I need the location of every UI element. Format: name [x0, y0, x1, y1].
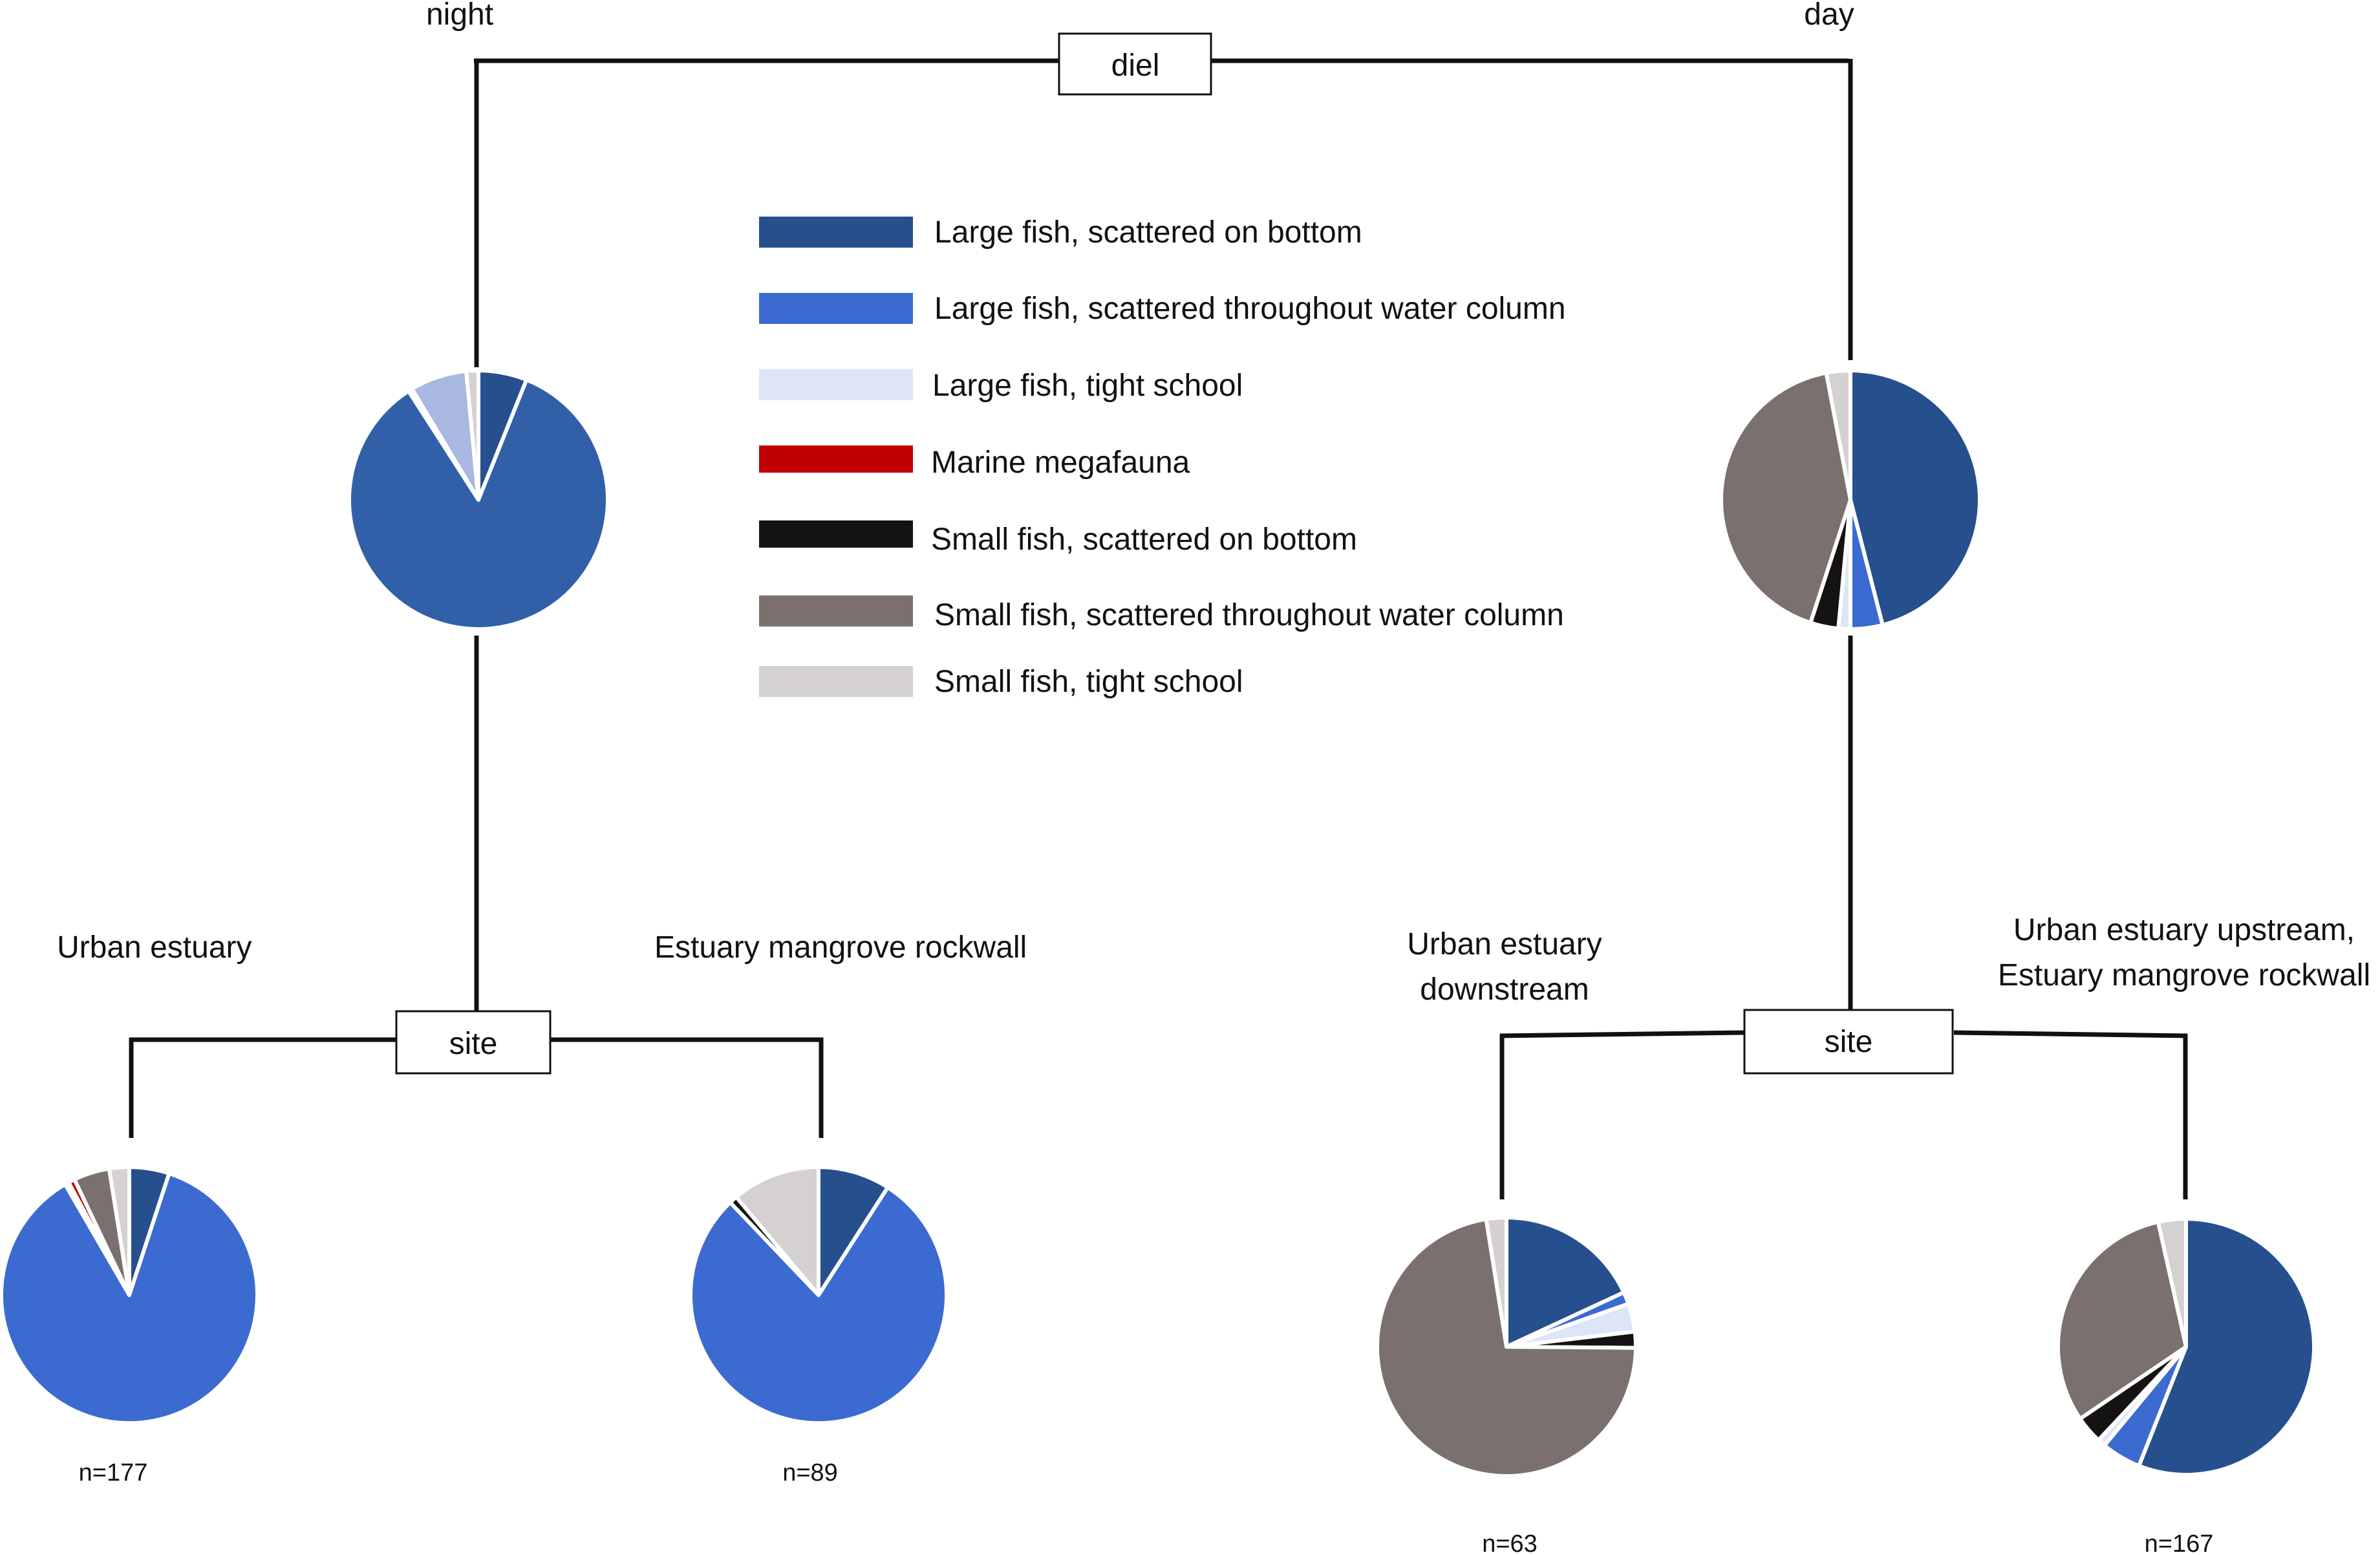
pie-night-urban-estuary: [0, 1165, 259, 1425]
pie-night: [347, 369, 610, 631]
night-site-node: site: [395, 1010, 552, 1075]
day-site-left-label-line1: Urban estuary: [1407, 927, 1602, 961]
pie-slice-small-fish-tight-school: [464, 369, 480, 502]
night-site-left-label: Urban estuary: [57, 930, 252, 965]
pie-slice-large-fish-scattered-throughout-water-column: [689, 1185, 949, 1425]
night-site-right-label: Estuary mangrove rockwall: [654, 930, 1027, 965]
pie-slice-small-fish-tight-school: [107, 1165, 131, 1297]
pie-day-urban-estuary-downstream: [1375, 1216, 1638, 1478]
day-site-right-label-line1: Urban estuary upstream,: [2013, 913, 2355, 947]
legend-swatch: [759, 595, 913, 627]
legend-swatch: [759, 666, 913, 697]
legend-swatch: [759, 293, 913, 324]
day-label: day: [1804, 0, 1854, 32]
pie-slice-large-fish-scattered-on-bottom: [817, 1165, 890, 1297]
legend-item: Marine megafauna: [759, 445, 1190, 480]
pie-slice-large-fish-scattered-throughout-water-column: [0, 1171, 259, 1425]
night-site-node-box: [395, 1010, 552, 1075]
diel-node-box: [1058, 32, 1212, 96]
legend-item: Large fish, scattered on bottom: [759, 215, 1362, 250]
legend-label: Small fish, tight school: [934, 665, 1243, 699]
legend-label: Small fish, scattered on bottom: [931, 522, 1357, 557]
legend-label: Marine megafauna: [931, 445, 1190, 480]
pie-slice-large-fish-scattered-on-bottom: [1849, 369, 1982, 627]
legend-item: Small fish, scattered on bottom: [759, 520, 1357, 557]
tree-connectors: [129, 58, 2188, 1199]
diel-node-label: diel: [1111, 48, 1160, 83]
legend-item: Large fish, tight school: [759, 369, 1243, 403]
pie-slice-large-fish-scattered-on-bottom: [2137, 1217, 2316, 1477]
pie-slice-small-fish-tight-school: [1484, 1216, 1508, 1349]
pie-night-estuary-mangrove-rockwall: [689, 1165, 949, 1425]
legend-item: Small fish, tight school: [759, 665, 1243, 699]
pie-n-label: n=177: [79, 1459, 148, 1486]
day-site-left-label-line2: downstream: [1420, 972, 1589, 1007]
pie-slice-small-fish-tight-school: [1824, 369, 1852, 502]
legend: Large fish, scattered on bottom Large fi…: [759, 215, 1566, 699]
day-site-node: site: [1743, 1009, 1954, 1075]
pie-slice-small-fish-scattered-throughout-water-column: [2056, 1219, 2188, 1421]
day-site-bar-left: [1499, 1030, 1746, 1038]
night-site-node-label: site: [449, 1027, 498, 1061]
legend-label: Large fish, tight school: [932, 369, 1243, 403]
legend-label: Small fish, scattered throughout water c…: [934, 598, 1564, 632]
pie-n-label: n=167: [2145, 1530, 2214, 1555]
pie-slice-large-fish-scattered-throughout-water-column: [347, 378, 610, 631]
legend-item: Large fish, scattered throughout water c…: [759, 292, 1566, 326]
day-site-right-label-line2: Estuary mangrove rockwall: [1998, 958, 2370, 992]
legend-item: Small fish, scattered throughout water c…: [759, 595, 1564, 632]
day-site-node-box: [1743, 1009, 1954, 1075]
legend-swatch: [759, 369, 913, 400]
legend-swatch: [759, 217, 913, 248]
pie-slice-small-fish-scattered-throughout-water-column: [1719, 370, 1852, 625]
pie-day: [1719, 369, 1982, 631]
legend-swatch: [759, 520, 913, 548]
pie-slice-small-fish-tight-school: [734, 1165, 820, 1297]
night-label: night: [426, 0, 493, 32]
legend-label: Large fish, scattered throughout water c…: [934, 292, 1566, 326]
day-site-node-label: site: [1825, 1025, 1873, 1059]
pie-day-upstream-mangrove-rockwall: [2056, 1217, 2316, 1477]
legend-label: Large fish, scattered on bottom: [934, 215, 1362, 250]
day-site-bar-right: [1953, 1030, 2188, 1038]
pie-slice-large-fish-scattered-on-bottom: [1505, 1216, 1626, 1349]
legend-swatch: [759, 445, 913, 473]
pie-n-label: n=63: [1482, 1530, 1538, 1555]
diel-node: diel: [1058, 32, 1212, 96]
pie-slice-small-fish-tight-school: [2156, 1217, 2188, 1349]
pie-n-label: n=89: [782, 1459, 838, 1486]
